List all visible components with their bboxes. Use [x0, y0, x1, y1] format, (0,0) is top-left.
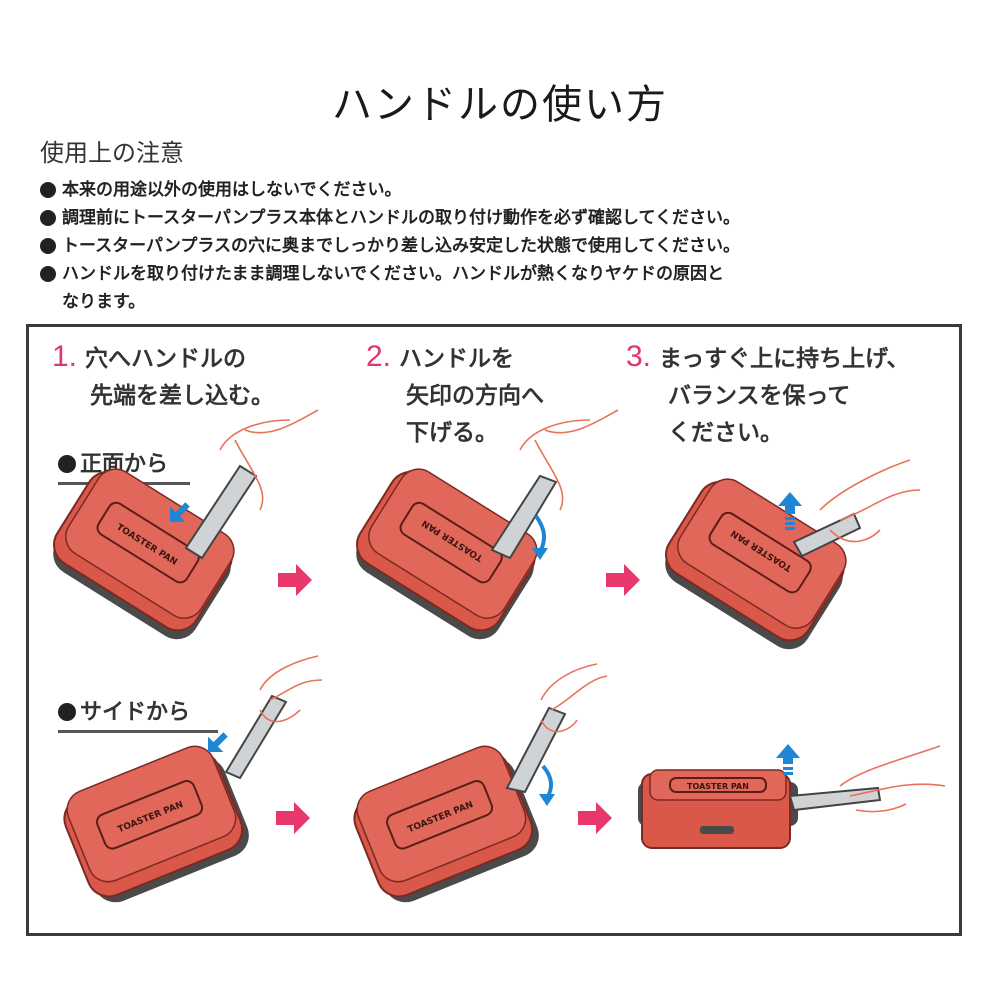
next-arrow-icon [578, 802, 612, 834]
illustration-front-lift: TOASTER PAN [652, 459, 921, 659]
step-number: 2. [366, 340, 392, 373]
hand-outline [540, 663, 608, 733]
hand-outline [819, 459, 921, 543]
caution-item-continuation: なります。 [62, 292, 146, 312]
lower-arrow-head-icon [539, 794, 555, 806]
handle-illustration [505, 663, 608, 794]
instruction-panel [26, 324, 962, 936]
step-1: 1.穴へハンドルの 先端を差し込む。 [52, 340, 274, 409]
next-arrow-icon [276, 802, 310, 834]
pan-illustration: TOASTER PAN [40, 457, 248, 649]
handle-illustration [490, 409, 619, 560]
hand-outline [219, 409, 319, 511]
step-number: 3. [626, 340, 652, 373]
caution-item: トースターパンプラスの穴に奥までしっかり差し込み安定した状態で使用してください。 [40, 232, 970, 260]
pan-illustration: TOASTER PAN [638, 769, 798, 849]
bullet-icon [40, 182, 56, 198]
hand-outline [839, 745, 946, 813]
handle-illustration [788, 745, 946, 813]
caution-item: ハンドルを取り付けたまま調理しないでください。ハンドルが熱くなりヤケドの原因と [40, 260, 970, 288]
step-number: 1. [52, 340, 78, 373]
step-2: 2.ハンドルを 矢印の方向へ 下げる。 [366, 340, 544, 446]
pan-label: TOASTER PAN [687, 782, 749, 791]
view-label-side: サイドから [58, 694, 218, 733]
pan-illustration: TOASTER PAN [344, 737, 547, 912]
handle-illustration [184, 409, 319, 560]
illustration-side-insert: TOASTER PAN [54, 655, 323, 912]
illustration-side-lower: TOASTER PAN [344, 663, 608, 912]
lift-arrow-icon [776, 744, 800, 775]
pan-illustration: TOASTER PAN [343, 457, 551, 649]
cautions-list: 本来の用途以外の使用はしないでください。 調理前にトースターパンプラス本体とハン… [40, 176, 970, 316]
illustration-side-lift: TOASTER PAN [638, 744, 946, 849]
step-3: 3.まっすぐ上に持ち上げ、 バランスを保って ください。 [626, 340, 910, 446]
handle-illustration [224, 655, 323, 780]
lower-arrow-head-icon [532, 548, 548, 560]
bullet-icon [40, 266, 56, 282]
bullet-icon [58, 455, 76, 473]
hand-outline [259, 655, 323, 723]
bullet-icon [40, 238, 56, 254]
next-arrow-icon [606, 564, 640, 596]
illustration-front-lower: TOASTER PAN [343, 409, 619, 649]
insert-arrow-icon [208, 732, 228, 752]
bullet-icon [58, 703, 76, 721]
lower-arrow-icon [541, 764, 554, 800]
pan-illustration: TOASTER PAN [652, 467, 860, 659]
caution-item: 調理前にトースターパンプラス本体とハンドルの取り付け動作を必ず確認してください。 [40, 204, 970, 232]
hand-outline [519, 409, 619, 511]
handle-illustration [792, 459, 921, 558]
lift-arrow-icon [778, 492, 802, 530]
next-arrow-icon [278, 564, 312, 596]
bullet-icon [40, 210, 56, 226]
pan-illustration: TOASTER PAN [54, 737, 257, 912]
cautions-heading: 使用上の注意 [40, 139, 184, 167]
page-title: ハンドルの使い方 [332, 82, 668, 128]
illustration-front-insert: TOASTER PAN [40, 409, 319, 649]
caution-item: 本来の用途以外の使用はしないでください。 [40, 176, 970, 204]
